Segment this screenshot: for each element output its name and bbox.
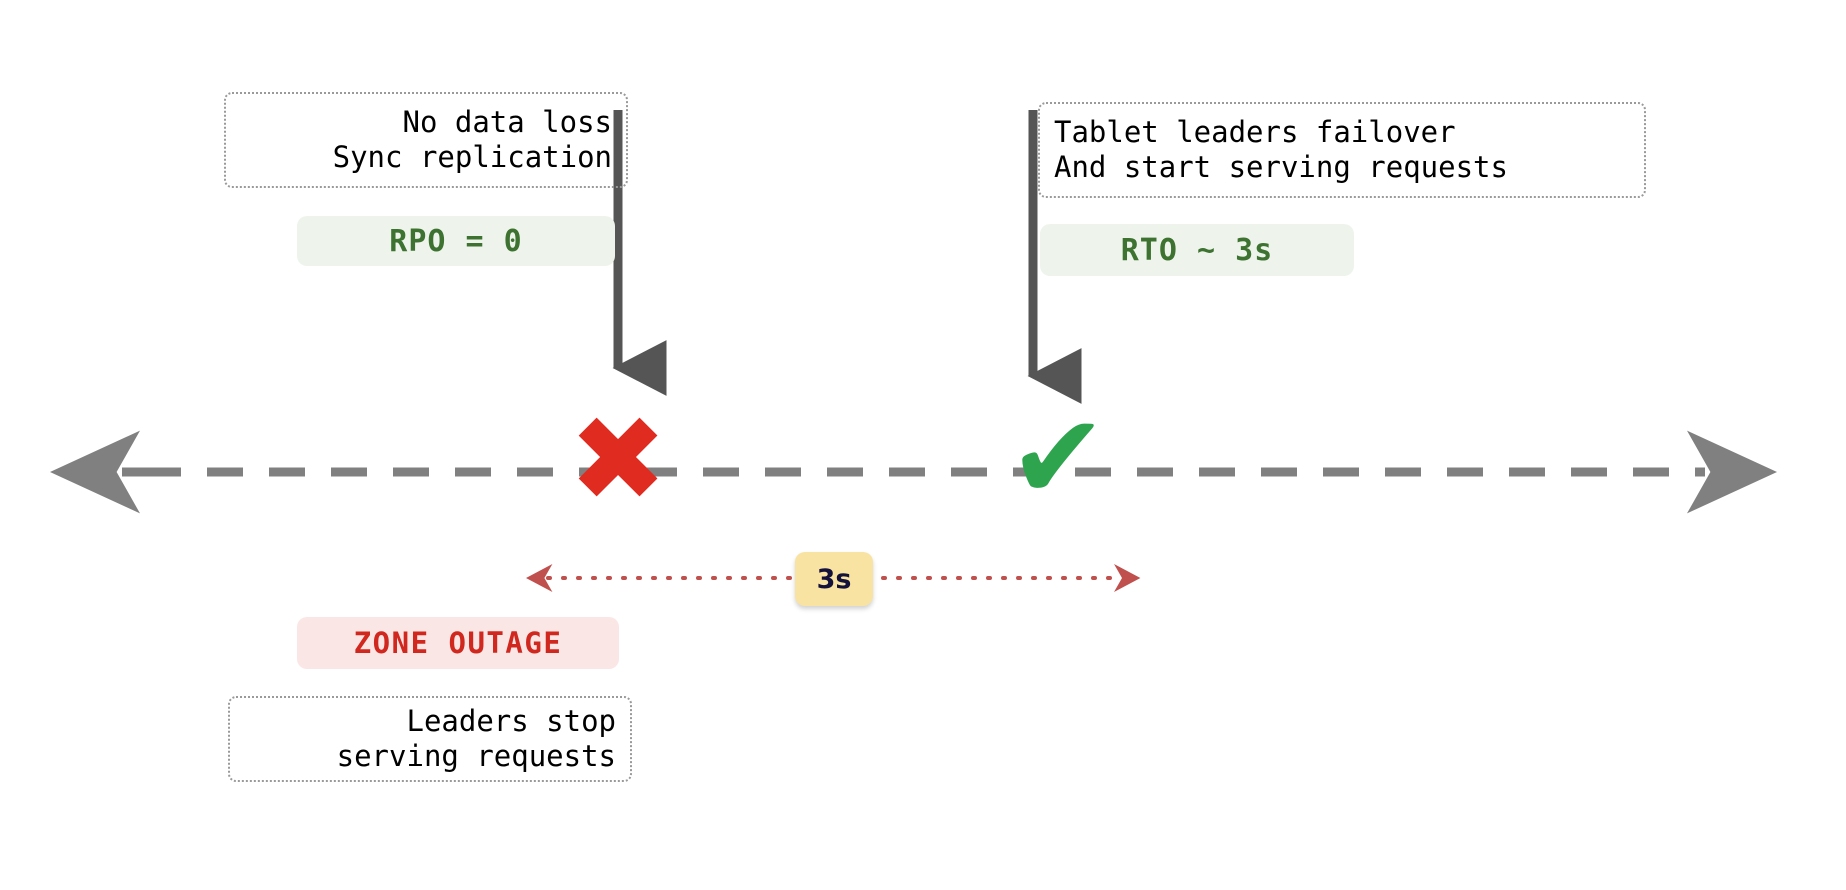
badge-duration: 3s	[795, 552, 873, 606]
annotation-tablet-failover: Tablet leaders failover And start servin…	[1038, 102, 1646, 198]
annotation-line-1: No data loss	[402, 104, 612, 139]
annotation-line-2: serving requests	[336, 739, 616, 773]
badge-rto: RTO ~ 3s	[1040, 224, 1354, 276]
badge-zone-outage: ZONE OUTAGE	[297, 617, 619, 669]
annotation-line-1: Leaders stop	[406, 703, 616, 738]
annotation-no-data-loss: No data loss Sync replication	[224, 92, 628, 188]
annotation-line-2: Sync replication	[332, 140, 612, 174]
red-cross-mark-icon: ✖	[568, 390, 668, 528]
badge-rpo: RPO = 0	[297, 216, 615, 266]
annotation-leaders-stop: Leaders stop serving requests	[228, 696, 632, 782]
annotation-line-1: Tablet leaders failover	[1054, 114, 1456, 149]
green-check-mark-icon: ✔	[1008, 388, 1108, 526]
annotation-line-2: And start serving requests	[1054, 150, 1508, 184]
